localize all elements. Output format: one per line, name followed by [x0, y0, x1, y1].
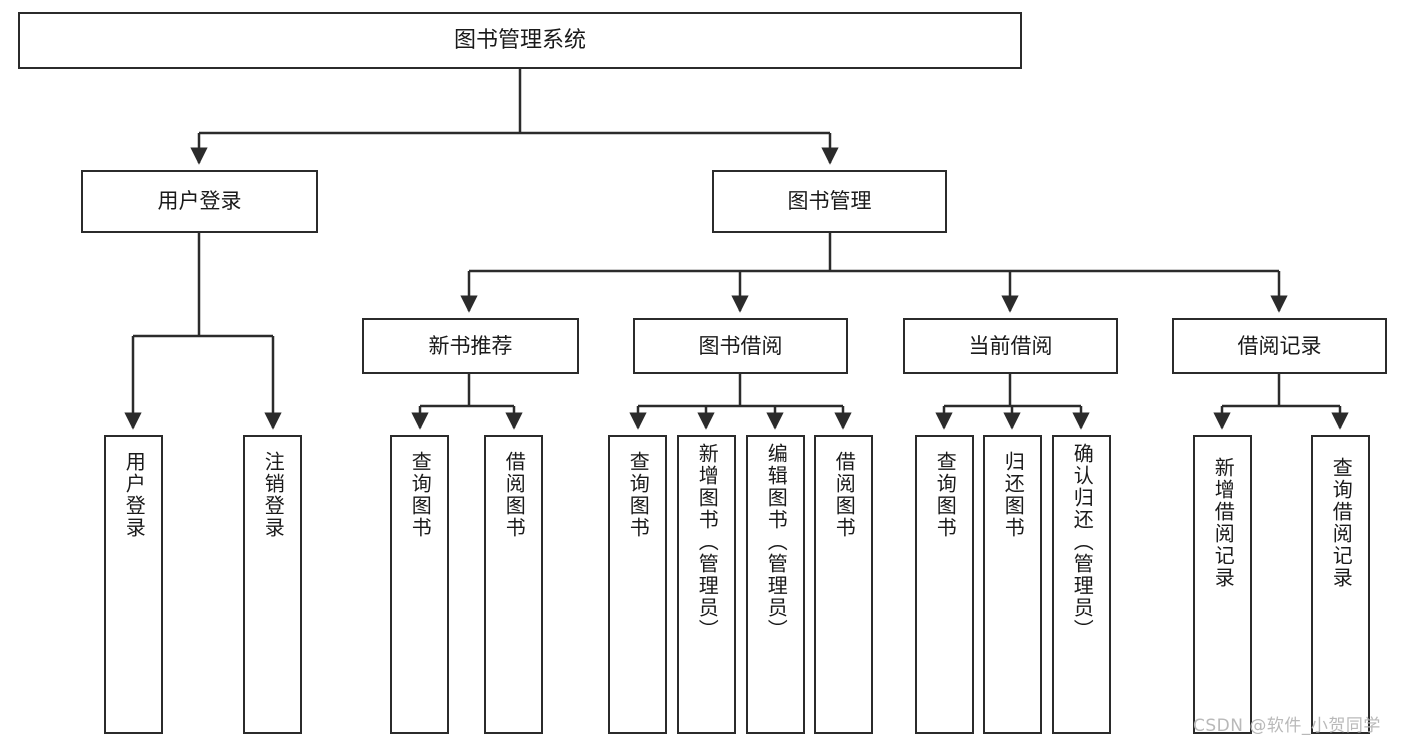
node-label: 借阅图书 — [502, 451, 527, 539]
node-leaf-edit-book[interactable]: 编辑图书（管理员） — [746, 435, 805, 734]
node-leaf-add-record[interactable]: 新增借阅记录 — [1193, 435, 1252, 734]
node-leaf-confirm-return[interactable]: 确认归还（管理员） — [1052, 435, 1111, 734]
node-book-borrow[interactable]: 图书借阅 — [633, 318, 848, 374]
node-leaf-query-book-3[interactable]: 查询图书 — [915, 435, 974, 734]
node-leaf-query-record[interactable]: 查询借阅记录 — [1311, 435, 1370, 734]
node-label: 编辑图书（管理员） — [764, 443, 789, 641]
node-leaf-borrow-book-1[interactable]: 借阅图书 — [484, 435, 543, 734]
node-label: 归还图书 — [1001, 451, 1026, 539]
node-label: 新增借阅记录 — [1211, 457, 1236, 589]
node-label: 借阅图书 — [832, 451, 857, 539]
node-book-management[interactable]: 图书管理 — [712, 170, 947, 233]
node-label: 查询借阅记录 — [1329, 457, 1354, 589]
node-label: 查询图书 — [933, 451, 958, 539]
node-label: 查询图书 — [408, 451, 433, 539]
node-label: 图书管理系统 — [453, 27, 586, 53]
node-label: 用户登录 — [157, 189, 242, 214]
node-leaf-user-login[interactable]: 用户登录 — [104, 435, 163, 734]
node-label: 图书管理 — [787, 189, 872, 214]
node-current-borrow[interactable]: 当前借阅 — [903, 318, 1118, 374]
node-leaf-add-book[interactable]: 新增图书（管理员） — [677, 435, 736, 734]
node-borrow-record[interactable]: 借阅记录 — [1172, 318, 1387, 374]
node-leaf-query-book-2[interactable]: 查询图书 — [608, 435, 667, 734]
node-leaf-return-book[interactable]: 归还图书 — [983, 435, 1042, 734]
node-label: 图书借阅 — [698, 333, 783, 358]
node-label: 新增图书（管理员） — [695, 443, 720, 641]
node-label: 当前借阅 — [968, 333, 1053, 358]
node-leaf-borrow-book-2[interactable]: 借阅图书 — [814, 435, 873, 734]
node-label: 新书推荐 — [428, 333, 513, 358]
node-label: 借阅记录 — [1237, 333, 1322, 358]
node-leaf-user-logout[interactable]: 注销登录 — [243, 435, 302, 734]
node-label: 确认归还（管理员） — [1070, 443, 1095, 641]
csdn-watermark: CSDN @软件_小贺同学 — [1193, 716, 1381, 736]
node-new-book-recommend[interactable]: 新书推荐 — [362, 318, 579, 374]
node-label: 用户登录 — [122, 451, 147, 539]
node-root-system[interactable]: 图书管理系统 — [18, 12, 1022, 69]
node-user-login[interactable]: 用户登录 — [81, 170, 318, 233]
node-label: 注销登录 — [261, 451, 286, 539]
node-label: 查询图书 — [626, 451, 651, 539]
node-leaf-query-book-1[interactable]: 查询图书 — [390, 435, 449, 734]
